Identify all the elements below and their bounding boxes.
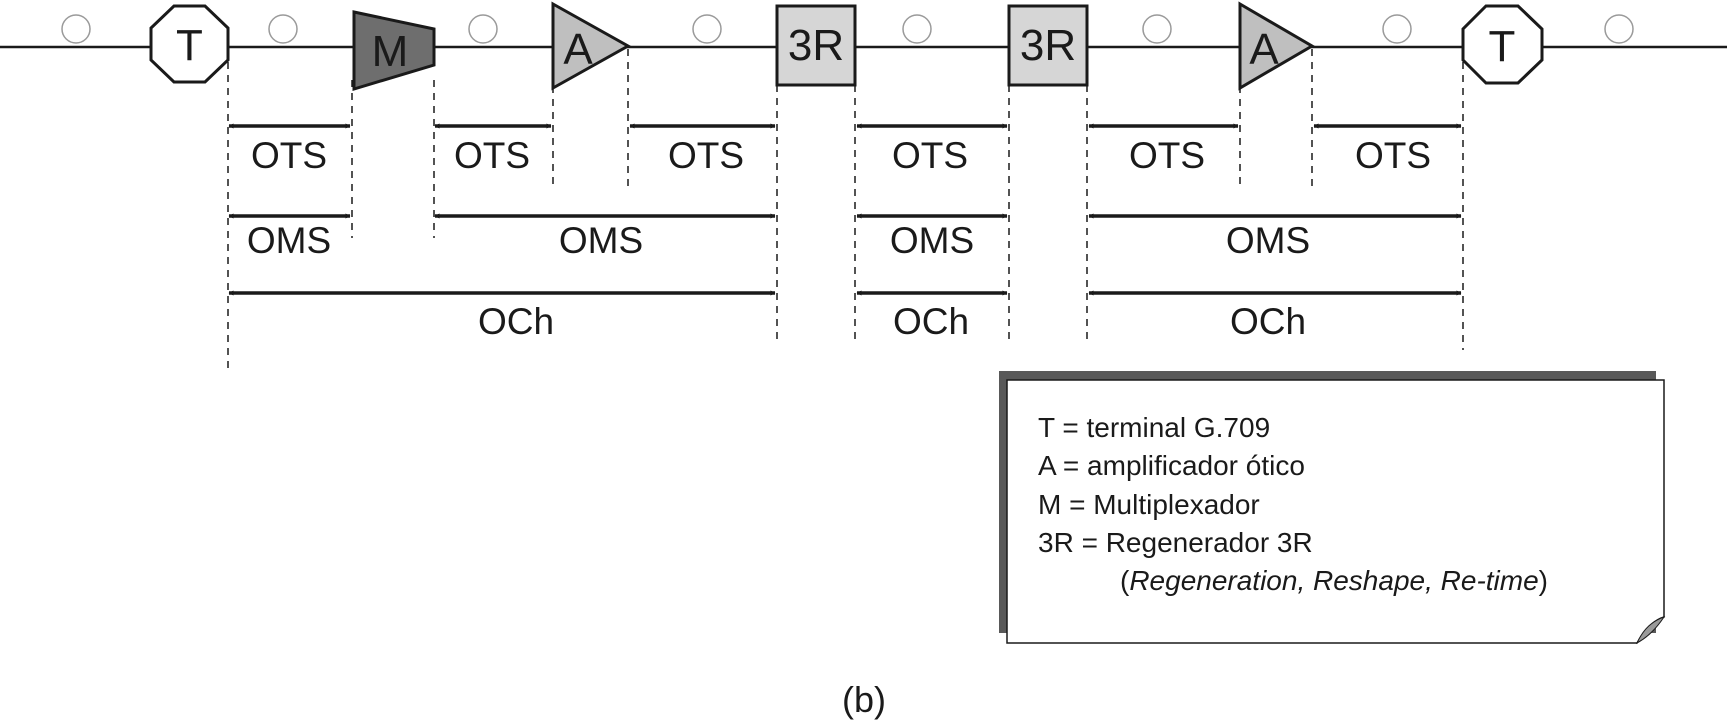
amplifier-node: A	[551, 1, 632, 91]
multiplexer-label: M	[372, 27, 409, 76]
fiber-marker	[61, 14, 91, 44]
och-label: OCh	[1230, 301, 1306, 342]
amplifier-node: A	[1238, 1, 1315, 91]
ots-label: OTS	[1129, 135, 1205, 176]
fiber-markers	[61, 14, 1634, 44]
ots-label: OTS	[1355, 135, 1431, 176]
regenerator-node: 3R	[775, 4, 857, 87]
terminal-node: T	[1461, 4, 1544, 85]
fiber-marker	[902, 14, 932, 44]
regenerator-label: 3R	[788, 21, 844, 70]
terminal-label: T	[176, 21, 203, 70]
amplifier-label: A	[1249, 25, 1279, 74]
fiber-marker	[268, 14, 298, 44]
och-labels: OCh OCh OCh	[478, 301, 1306, 342]
amplifier-label: A	[563, 25, 593, 74]
legend-multiplexer: M = Multiplexador	[1038, 489, 1260, 520]
ots-label: OTS	[892, 135, 968, 176]
oms-label: OMS	[559, 220, 643, 261]
fiber-marker	[1382, 14, 1412, 44]
ots-label: OTS	[251, 135, 327, 176]
multiplexer-node: M	[352, 10, 436, 92]
oms-labels: OMS OMS OMS OMS	[247, 220, 1310, 261]
fiber-marker	[468, 14, 498, 44]
terminal-label: T	[1489, 22, 1516, 71]
fiber-marker	[692, 14, 722, 44]
ots-label: OTS	[454, 135, 530, 176]
och-label: OCh	[478, 301, 554, 342]
dashed-guides	[227, 49, 1464, 368]
legend-regenerator: 3R = Regenerador 3R	[1038, 527, 1313, 558]
regenerator-label: 3R	[1020, 21, 1076, 70]
figure-caption: (b)	[842, 679, 886, 720]
ots-labels: OTS OTS OTS OTS OTS OTS	[251, 135, 1431, 176]
oms-label: OMS	[1226, 220, 1310, 261]
oms-label: OMS	[890, 220, 974, 261]
oms-label: OMS	[247, 220, 331, 261]
legend-terminal: T = terminal G.709	[1038, 412, 1270, 443]
legend-amplifier: A = amplificador ótico	[1038, 450, 1305, 481]
legend-box: T = terminal G.709 A = amplificador ótic…	[999, 371, 1666, 645]
fiber-marker	[1142, 14, 1172, 44]
fiber-marker	[1604, 14, 1634, 44]
legend-regenerator-detail: (Regeneration, Reshape, Re-time)	[1120, 565, 1548, 596]
regenerator-node: 3R	[1007, 4, 1089, 87]
och-label: OCh	[893, 301, 969, 342]
terminal-node: T	[149, 4, 230, 84]
ots-label: OTS	[668, 135, 744, 176]
